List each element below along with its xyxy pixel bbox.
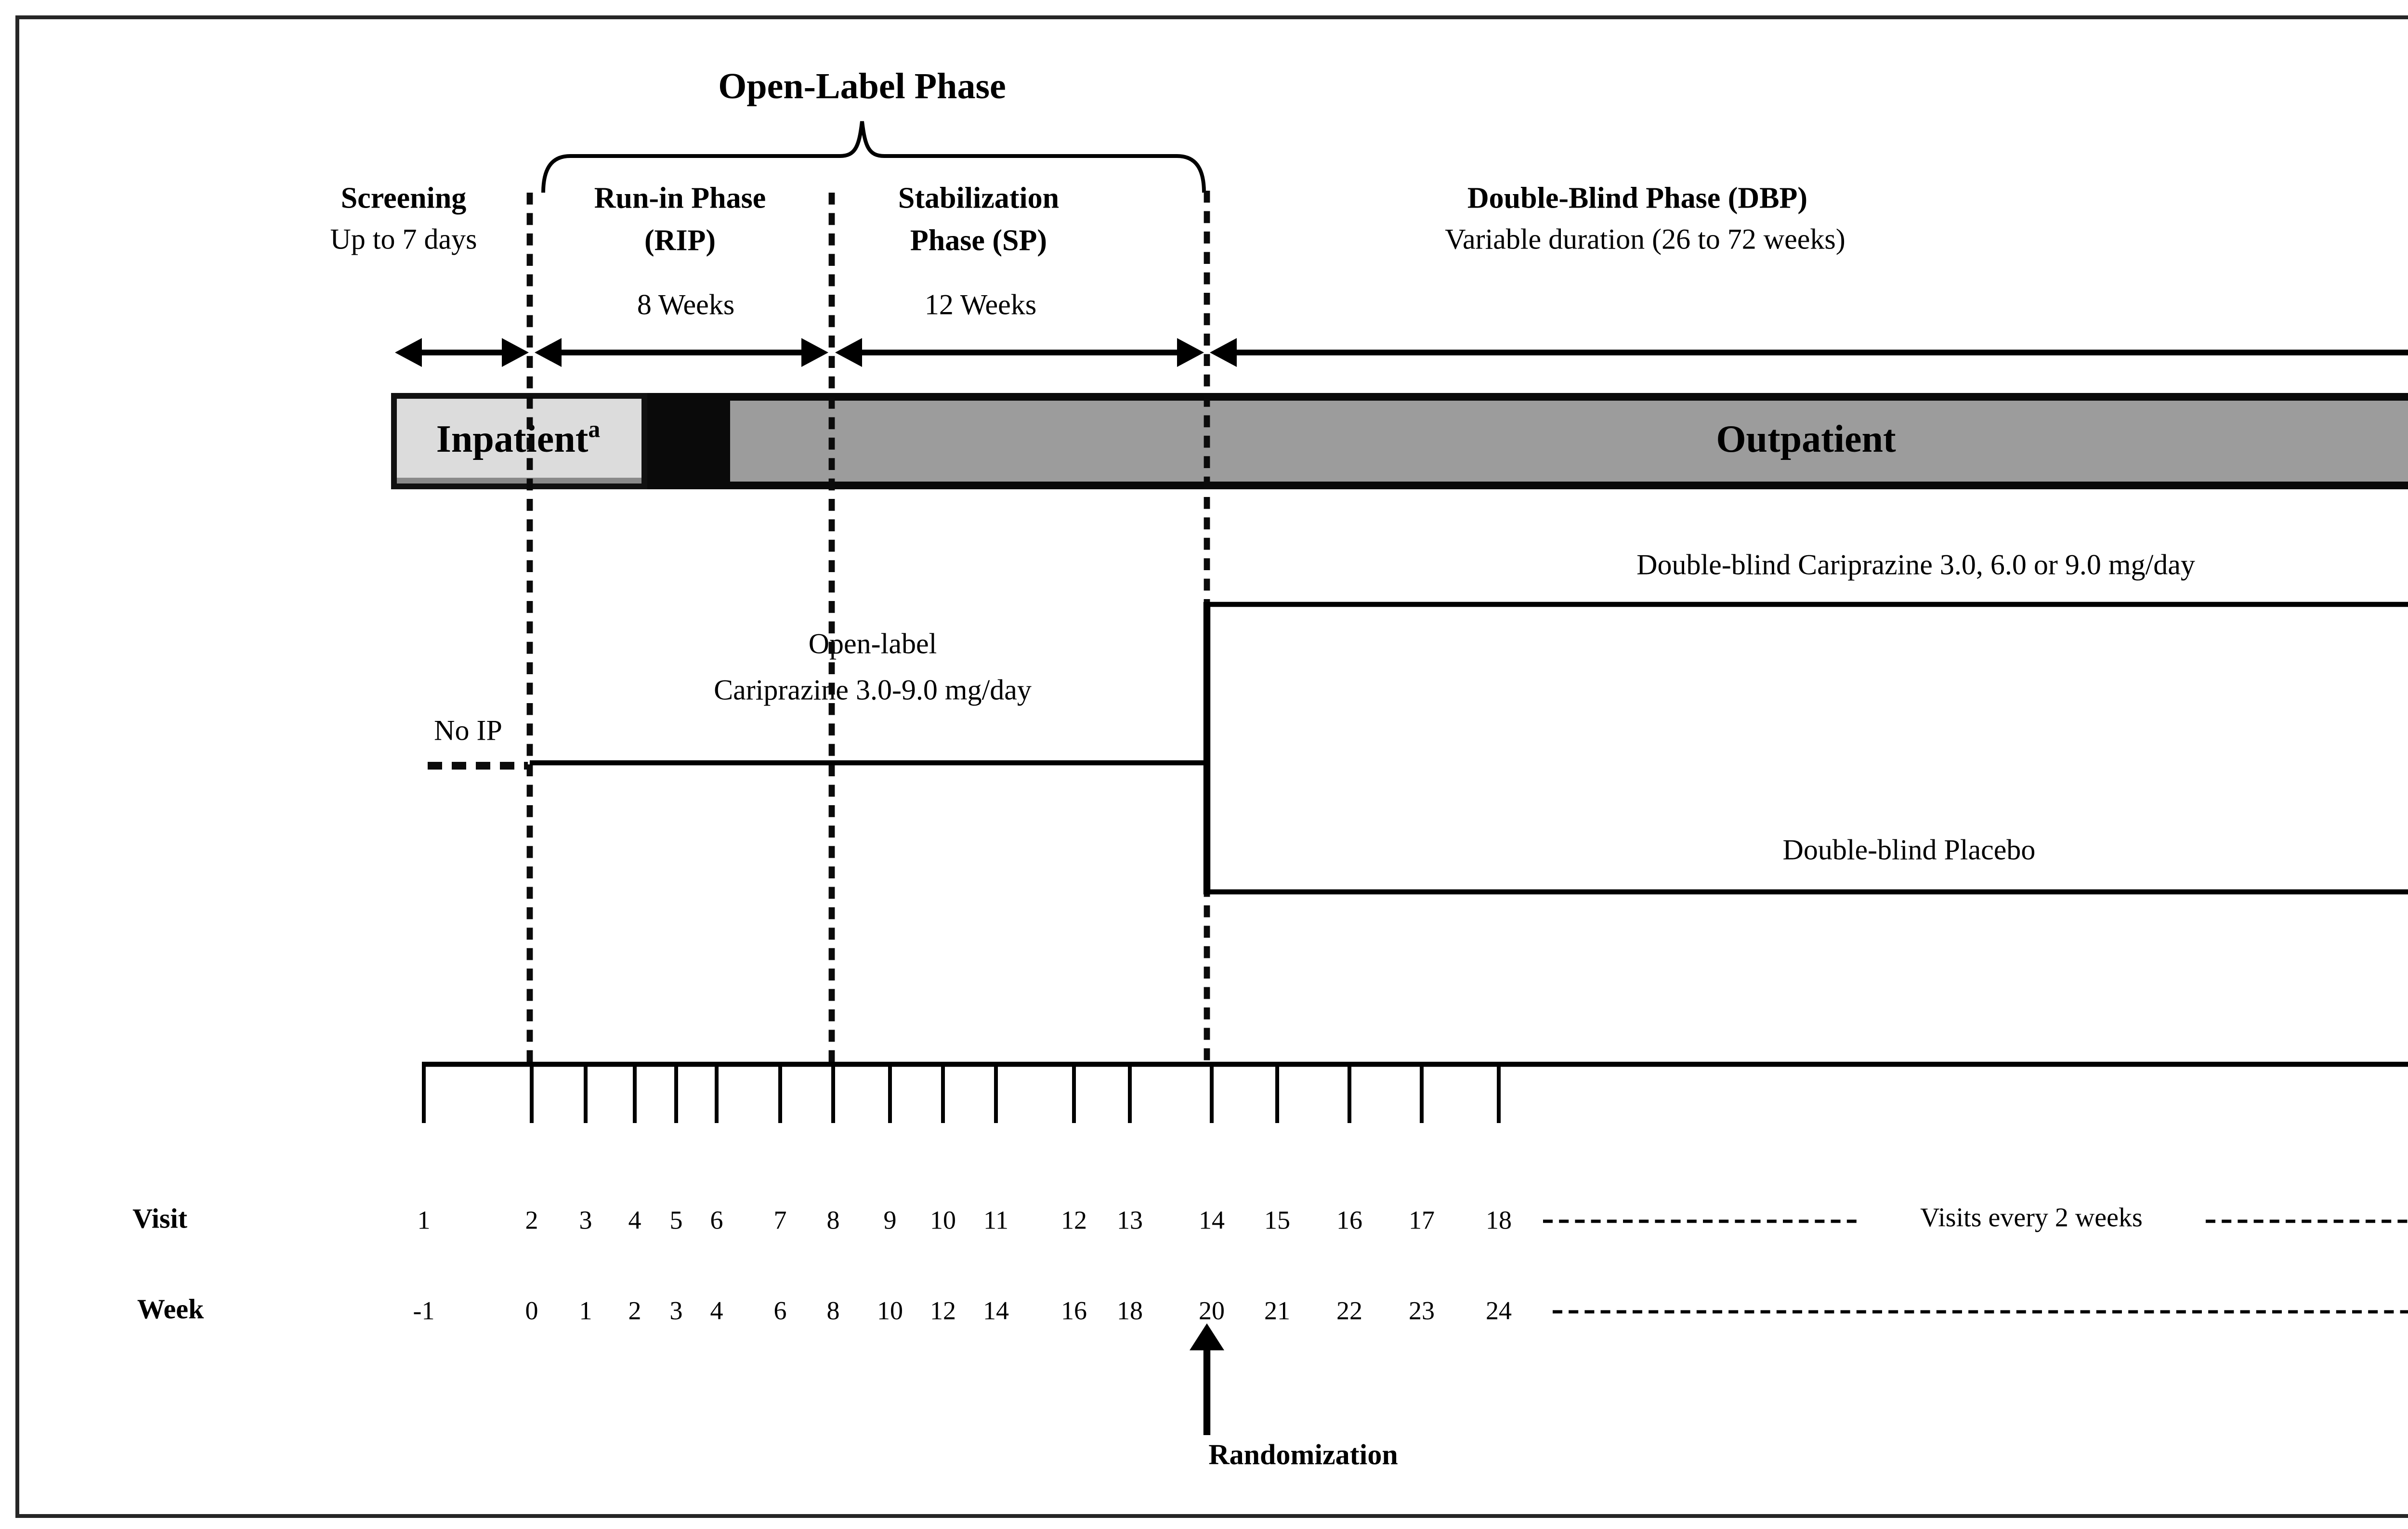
inpatient-label: Inpatienta (436, 418, 600, 461)
db-placebo-arm-label: Double-blind Placebo (1782, 835, 2036, 866)
visit-number: 4 (628, 1205, 641, 1235)
visits-every-2-weeks-label: Visits every 2 weeks (1920, 1205, 2143, 1234)
phase-runin-name: Run-in Phase (594, 183, 766, 216)
black-transition-segment (645, 393, 730, 489)
week-number: 3 (669, 1296, 683, 1325)
visit-number: 8 (826, 1205, 840, 1235)
open-label-treatment-line2: Cariprazine 3.0-9.0 mg/day (714, 676, 1032, 707)
inpatient-footnote-marker: a (588, 416, 601, 443)
phase-runin-duration: 8 Weeks (637, 291, 735, 322)
phase-screening-name: Screening (340, 183, 467, 216)
week-number: 20 (1199, 1296, 1225, 1325)
week-number: 4 (710, 1296, 723, 1325)
week-number: 23 (1409, 1296, 1435, 1325)
randomization-label: Randomization (1208, 1441, 1398, 1472)
open-label-treatment-line1: Open-label (808, 630, 937, 661)
week-row-label: Week (137, 1295, 204, 1326)
phase-stabilization-name: Stabilization (898, 183, 1060, 216)
week-number: 14 (983, 1296, 1009, 1325)
week-number: -1 (413, 1296, 435, 1325)
phase-screening-duration: Up to 7 days (330, 225, 477, 257)
week-number: 1 (579, 1296, 592, 1325)
week-number: 18 (1117, 1296, 1143, 1325)
week-number: 12 (930, 1296, 956, 1325)
inpatient-text: Inpatient (436, 419, 589, 461)
phase-stabilization-abbrev: Phase (SP) (910, 225, 1047, 258)
visit-number: 11 (983, 1205, 1008, 1235)
phase-runin-abbrev: (RIP) (644, 225, 716, 258)
visit-number: 14 (1199, 1205, 1225, 1235)
open-label-phase-title: Open-Label Phase (718, 67, 1006, 108)
week-number: 21 (1264, 1296, 1290, 1325)
week-number: 16 (1061, 1296, 1087, 1325)
outpatient-label: Outpatient (1716, 419, 1896, 461)
week-number: 8 (826, 1296, 840, 1325)
no-ip-left-label: No IP (434, 717, 502, 748)
visit-number: 9 (883, 1205, 897, 1235)
visit-number: 2 (525, 1205, 538, 1235)
visit-row-label: Visit (132, 1204, 187, 1236)
phase-dbp-name: Double-Blind Phase (DBP) (1467, 183, 1808, 216)
db-cariprazine-arm-label: Double-blind Cariprazine 3.0, 6.0 or 9.0… (1636, 551, 2195, 582)
inpatient-bar (391, 393, 647, 489)
visit-number: 5 (669, 1205, 683, 1235)
visit-number: 17 (1409, 1205, 1435, 1235)
visit-number: 18 (1486, 1205, 1512, 1235)
figure-border (15, 15, 2408, 1518)
week-number: 0 (525, 1296, 538, 1325)
week-number: 24 (1486, 1296, 1512, 1325)
visit-number: 7 (773, 1205, 787, 1235)
week-number: 2 (628, 1296, 641, 1325)
visit-number: 13 (1117, 1205, 1143, 1235)
visit-number: 16 (1336, 1205, 1362, 1235)
visit-number: 15 (1264, 1205, 1290, 1235)
visit-number: 10 (930, 1205, 956, 1235)
phase-stabilization-duration: 12 Weeks (924, 291, 1037, 322)
week-number: 22 (1336, 1296, 1362, 1325)
phase-dbp-duration: Variable duration (26 to 72 weeks) (1445, 225, 1845, 257)
visit-number: 6 (710, 1205, 723, 1235)
week-number: 10 (877, 1296, 903, 1325)
visit-number: 12 (1061, 1205, 1087, 1235)
visit-number: 3 (579, 1205, 592, 1235)
week-number: 6 (773, 1296, 787, 1325)
visit-number: 1 (417, 1205, 431, 1235)
